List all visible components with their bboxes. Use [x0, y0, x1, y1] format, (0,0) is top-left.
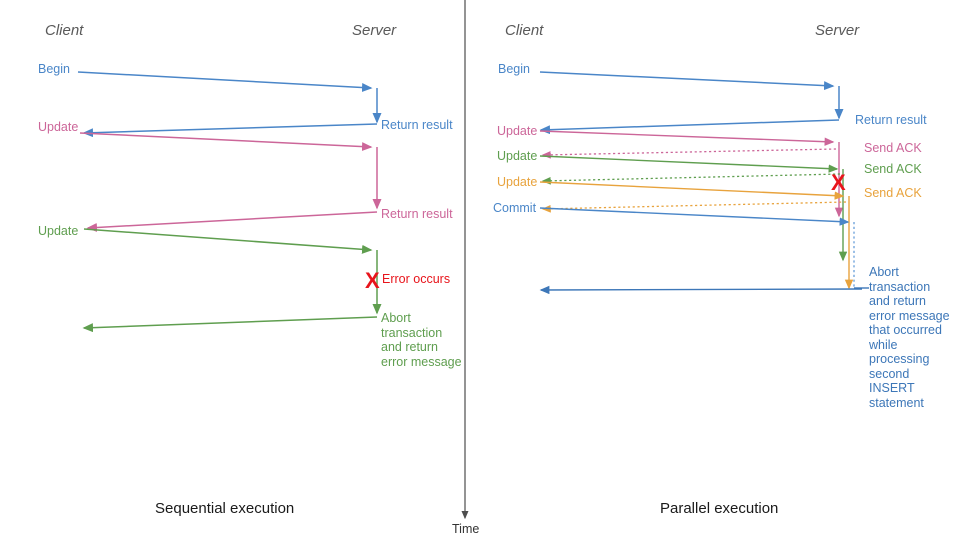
error-marker-icon-left: X	[365, 268, 380, 293]
right-msg-update-1: Update	[497, 124, 538, 138]
right-actor-client: Client	[505, 22, 544, 39]
right-msg-return-result: Return result	[855, 113, 927, 127]
arrow-return-result-p	[539, 119, 840, 135]
time-axis-label: Time	[452, 522, 480, 536]
left-panel-caption: Sequential execution	[155, 500, 295, 517]
arrow-abort-response-right	[539, 285, 863, 295]
right-actor-server: Server	[815, 22, 860, 39]
arrow-return-result-1	[82, 123, 378, 138]
right-msg-commit: Commit	[493, 201, 537, 215]
left-panel-wires	[77, 71, 382, 333]
error-marker-icon-right: X	[831, 170, 846, 195]
left-actor-server: Server	[352, 22, 397, 39]
arrow-update-3-request-p	[539, 181, 854, 290]
right-panel-wires	[539, 71, 869, 295]
left-msg-update-2: Update	[38, 224, 79, 238]
right-msg-send-ack-2: Send ACK	[864, 162, 922, 176]
left-abort-note: Abort transaction and return error messa…	[381, 311, 462, 369]
arrow-update-2-request-p	[539, 155, 848, 262]
arrow-update-1-request-p	[539, 130, 844, 218]
arrow-begin-request	[77, 71, 382, 124]
arrow-return-result-2	[86, 211, 378, 232]
right-panel-caption: Parallel execution	[660, 500, 779, 517]
left-msg-return-result-2: Return result	[381, 207, 453, 221]
left-msg-update-1: Update	[38, 120, 79, 134]
right-msg-begin: Begin	[498, 62, 530, 76]
right-msg-update-3: Update	[497, 175, 538, 189]
left-actor-client: Client	[45, 22, 84, 39]
arrow-begin-request-p	[539, 71, 844, 120]
left-msg-error-occurs: Error occurs	[382, 272, 451, 286]
right-msg-send-ack-3: Send ACK	[864, 186, 922, 200]
arrow-commit-request-p	[539, 207, 869, 289]
left-msg-return-result-1: Return result	[381, 118, 453, 132]
right-msg-send-ack-1: Send ACK	[864, 141, 922, 155]
arrow-update-1-request	[79, 132, 382, 210]
arrow-update-2-request	[83, 228, 382, 315]
left-msg-begin: Begin	[38, 62, 70, 76]
right-abort-note: Abort transaction and return error messa…	[869, 265, 950, 410]
right-msg-update-2: Update	[497, 149, 538, 163]
arrow-abort-response-left	[82, 316, 378, 333]
